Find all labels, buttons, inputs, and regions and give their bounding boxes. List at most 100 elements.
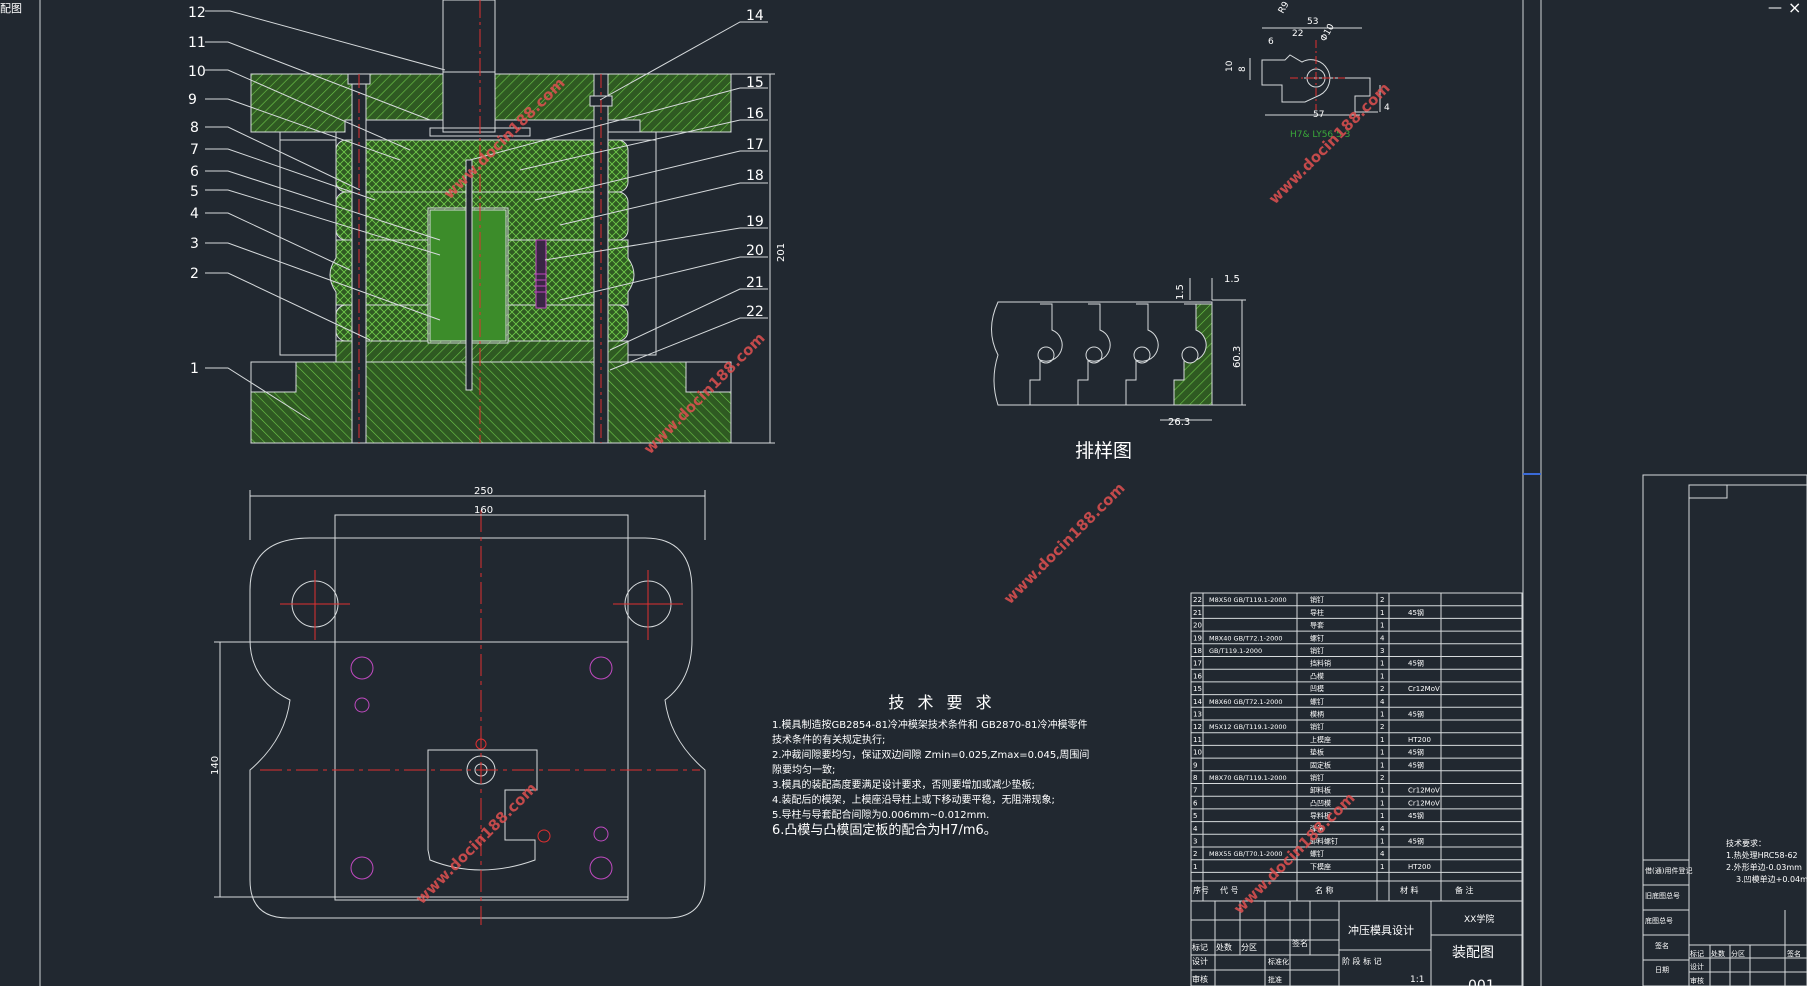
side-tb: 处数 <box>1711 949 1725 958</box>
bom-table[interactable] <box>1190 592 1523 986</box>
side-label: 底图总号 <box>1645 916 1673 925</box>
minimize-icon[interactable]: — <box>1768 0 1782 16</box>
leaders-left <box>205 10 446 421</box>
bom-cell-no: 9 <box>1193 761 1197 769</box>
title-block-stage: 阶 段 标 记 <box>1342 956 1382 966</box>
bom-cell-mat: 45钢 <box>1408 710 1424 719</box>
title-block-drawing: 装配图 <box>1452 945 1494 961</box>
title-block-school: XX学院 <box>1464 913 1494 925</box>
title-block-marks: 标记 <box>1192 942 1208 952</box>
close-icon[interactable]: × <box>1788 0 1802 17</box>
dim-d10: Φ10 <box>1319 22 1337 43</box>
bom-cell-name: 凹模 <box>1310 684 1324 693</box>
part-numbers-left: 12 11 10 9 8 7 6 5 4 3 2 1 <box>188 5 206 377</box>
part-number: 15 <box>746 75 764 91</box>
part-number: 14 <box>746 8 764 24</box>
part-number: 10 <box>188 64 206 80</box>
bom-cell-name: 凸模 <box>1310 671 1324 680</box>
bom-cell-qty: 1 <box>1380 749 1384 757</box>
dim-57: 57 <box>1313 110 1324 120</box>
bom-cell-no: 15 <box>1193 685 1202 693</box>
bom-header-no: 序号 <box>1193 885 1209 895</box>
part-material: H7& LY56 5 3 <box>1290 130 1350 140</box>
technical-requirements: 技 术 要 求 1.模具制造按GB2854-81冷冲模架技术条件和 GB2870… <box>772 695 1112 839</box>
bom-cell-no: 1 <box>1193 863 1197 871</box>
bom-cell-mat: Cr12MoV <box>1408 787 1440 795</box>
bom-cell-name: 导套 <box>1310 621 1324 630</box>
dim-8: 8 <box>1238 66 1248 72</box>
bom-cell-std: M8X55 GB/T70.1-2000 <box>1209 850 1283 858</box>
side-panel[interactable] <box>1642 474 1807 986</box>
strip-layout-title: 排样图 <box>1075 440 1132 462</box>
side-note: 1.热处理HRC58-62 <box>1726 850 1798 860</box>
dim-6: 6 <box>1268 37 1274 47</box>
title-block-code: 001 <box>1468 978 1495 986</box>
part-number: 20 <box>746 243 764 259</box>
tech-line: 2.冲裁间隙要均匀，保证双边间隙 Zmin=0.025,Zmax=0.045,周… <box>772 750 1090 761</box>
dim-strip-15: 1.5 <box>1224 274 1240 285</box>
bom-cell-qty: 1 <box>1380 672 1384 680</box>
bom-cell-no: 13 <box>1193 711 1202 719</box>
bom-cell-no: 11 <box>1193 736 1202 744</box>
bom-cell-qty: 2 <box>1380 596 1384 604</box>
tech-line: 6.凸模与凸模固定板的配合为H7/m6。 <box>772 823 997 838</box>
bom-cell-name: 导料板 <box>1310 811 1331 820</box>
bom-cell-no: 10 <box>1193 749 1202 757</box>
plan-view[interactable] <box>214 490 706 925</box>
bom-cell-mat: 45钢 <box>1408 837 1424 846</box>
part-number: 18 <box>746 168 764 184</box>
bom-cell-no: 3 <box>1193 838 1197 846</box>
side-note: 3.凹模单边+0.04mm <box>1736 874 1807 884</box>
part-number: 9 <box>188 92 197 108</box>
bom-cell-std: M8X70 GB/T119.1-2000 <box>1209 774 1287 782</box>
bom-cell-std: M8X60 GB/T72.1-2000 <box>1209 698 1283 706</box>
dim-160: 160 <box>474 505 493 516</box>
part-number: 12 <box>188 5 206 21</box>
bom-cell-qty: 1 <box>1380 838 1384 846</box>
part-number: 4 <box>190 206 199 222</box>
dim-10: 10 <box>1225 60 1235 72</box>
bom-cell-mat: 45钢 <box>1408 748 1424 757</box>
side-label: 借(通)用件登记 <box>1645 866 1692 875</box>
bom-cell-name: 凸凹模 <box>1310 798 1331 807</box>
strip-layout[interactable] <box>991 278 1247 421</box>
bom-cell-mat: Cr12MoV <box>1408 685 1440 693</box>
side-note: 2.外形单边-0.03mm <box>1726 862 1802 872</box>
section-view[interactable] <box>250 0 775 444</box>
side-tb: 签名 <box>1787 949 1801 958</box>
bom-cell-qty: 4 <box>1380 825 1385 833</box>
bom-cell-qty: 1 <box>1380 609 1384 617</box>
bom-cell-no: 8 <box>1193 774 1197 782</box>
bom-cell-no: 7 <box>1193 787 1197 795</box>
bom-cell-std: M8X40 GB/T72.1-2000 <box>1209 634 1283 642</box>
title-block: 冲压模具设计 XX学院 装配图 阶 段 标 记 1:1 001 标记 处数 分区… <box>1192 913 1495 986</box>
drawing-frame <box>39 0 1542 986</box>
dim-4: 4 <box>1384 103 1390 113</box>
bom-cell-name: 螺钉 <box>1310 697 1324 706</box>
bom-cell-name: 固定板 <box>1310 760 1331 769</box>
title-block-check: 审核 <box>1192 974 1208 984</box>
part-view[interactable] <box>1249 27 1381 116</box>
bom-cell-no: 2 <box>1193 850 1197 858</box>
bom-cell-mat: HT200 <box>1408 863 1431 871</box>
dim-201: 201 <box>776 243 787 262</box>
bom-cell-name: 螺钉 <box>1310 849 1324 858</box>
part-number: 1 <box>190 361 199 377</box>
dim-strip-263: 26.3 <box>1168 417 1190 428</box>
bom-cell-qty: 1 <box>1380 660 1384 668</box>
bom-cell-mat: HT200 <box>1408 736 1431 744</box>
side-note: 技术要求： <box>1726 838 1766 848</box>
side-label: 旧底图总号 <box>1645 891 1680 900</box>
dim-strip-15b: 1.5 <box>1175 284 1186 300</box>
dim-22: 22 <box>1292 29 1303 39</box>
bom-cell-name: 销钉 <box>1310 595 1324 604</box>
bom-cell-name: 下模座 <box>1310 862 1331 871</box>
bom-cell-name: 卸料板 <box>1310 786 1331 795</box>
part-number: 11 <box>188 35 206 51</box>
bom-cell-no: 6 <box>1193 799 1198 807</box>
dim-53: 53 <box>1307 17 1318 27</box>
part-number: 16 <box>746 106 764 122</box>
side-tb: 设计 <box>1690 962 1704 971</box>
